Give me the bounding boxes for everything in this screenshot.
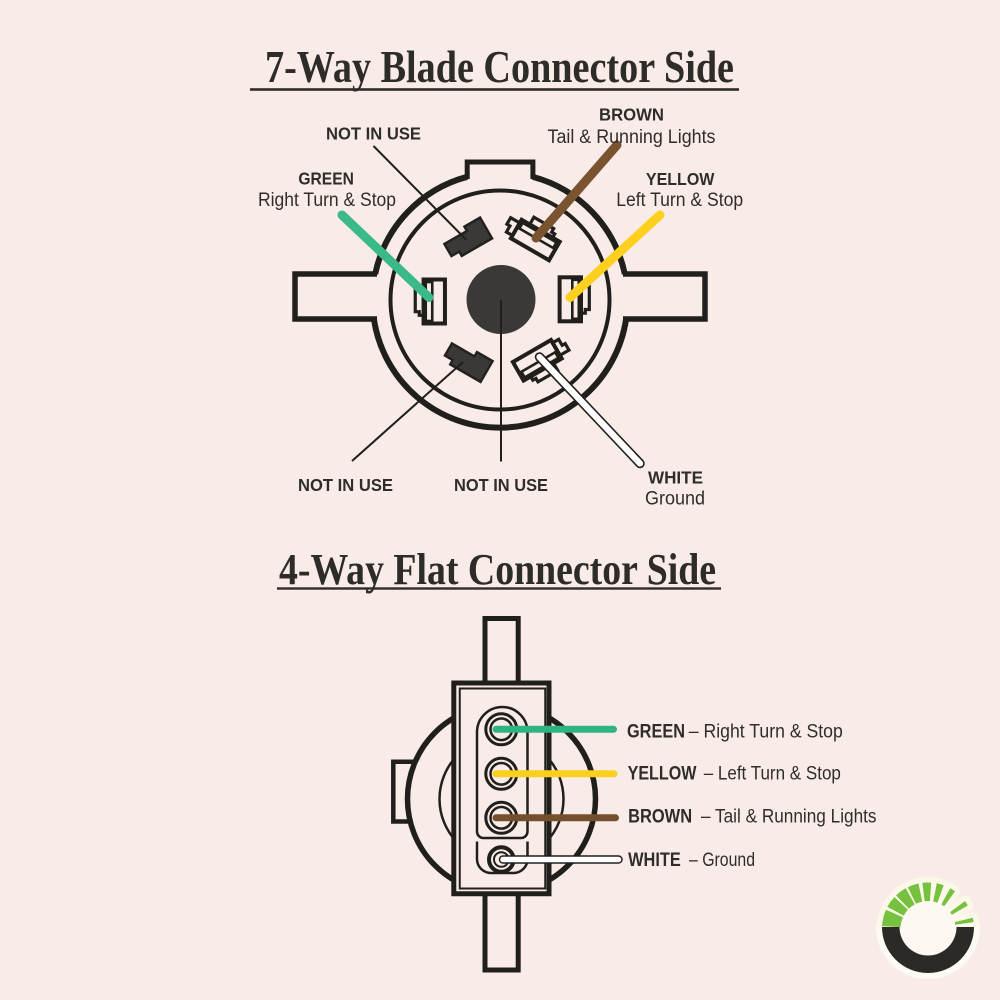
svg-text:4-Way Flat Connector Side: 4-Way Flat Connector Side <box>279 545 716 594</box>
svg-text:Left Turn & Stop: Left Turn & Stop <box>616 190 743 211</box>
svg-text:Ground: Ground <box>645 489 705 510</box>
svg-text:YELLOW: YELLOW <box>646 169 715 189</box>
svg-text:WHITE: WHITE <box>648 468 703 488</box>
svg-text:NOT IN USE: NOT IN USE <box>298 475 393 495</box>
svg-text:BROWN: BROWN <box>599 105 664 125</box>
svg-text:WHITE: WHITE <box>628 849 681 871</box>
svg-text:Tail & Running Lights: Tail & Running Lights <box>548 127 716 148</box>
svg-text:– Right Turn & Stop: – Right Turn & Stop <box>689 721 843 743</box>
svg-text:– Left Turn & Stop: – Left Turn & Stop <box>704 763 841 785</box>
svg-text:– Ground: – Ground <box>689 849 755 871</box>
svg-text:GREEN: GREEN <box>627 721 685 743</box>
svg-text:BROWN: BROWN <box>628 806 692 828</box>
svg-text:7-Way Blade Connector Side: 7-Way Blade Connector Side <box>265 42 734 92</box>
svg-text:YELLOW: YELLOW <box>628 763 697 785</box>
svg-text:GREEN: GREEN <box>298 169 354 189</box>
svg-text:– Tail & Running Lights: – Tail & Running Lights <box>701 806 877 828</box>
svg-text:Right Turn & Stop: Right Turn & Stop <box>258 190 396 211</box>
svg-text:NOT IN USE: NOT IN USE <box>326 124 421 144</box>
svg-text:NOT IN USE: NOT IN USE <box>454 475 548 495</box>
